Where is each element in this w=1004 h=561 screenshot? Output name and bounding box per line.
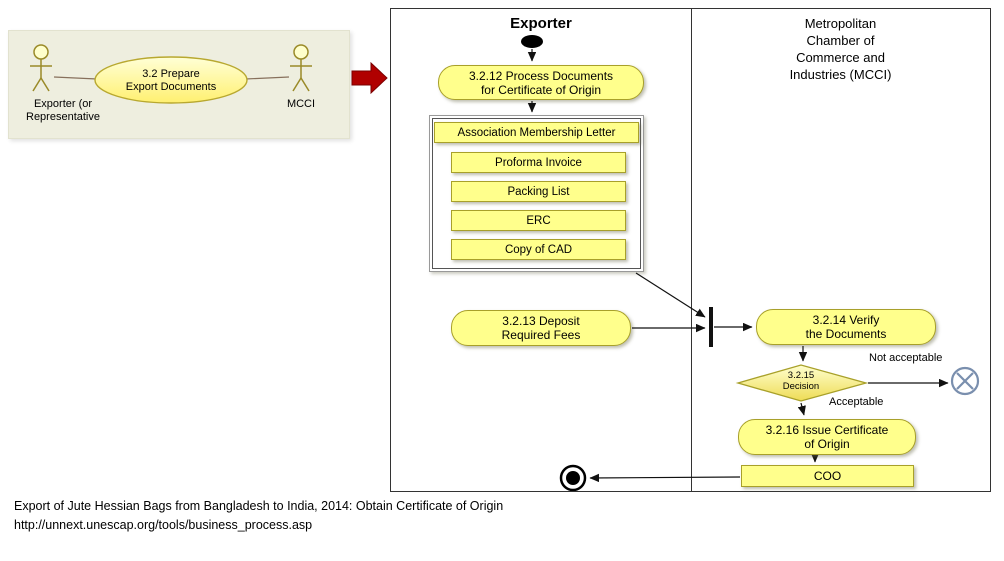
activity-process-documents: 3.2.12 Process Documents for Certificate… <box>438 65 644 100</box>
caption-url: http://unnext.unescap.org/tools/business… <box>14 518 313 532</box>
edge-label-not-acceptable: Not acceptable <box>869 352 943 364</box>
document-item: Copy of CAD <box>451 239 626 260</box>
sync-bar <box>709 307 713 347</box>
coo-object: COO <box>741 465 914 487</box>
edge-documents-to-sync <box>635 272 706 318</box>
activity-deposit-fees: 3.2.13 Deposit Required Fees <box>451 310 631 346</box>
swimlane-divider <box>691 9 692 491</box>
document-item: Proforma Invoice <box>451 152 626 173</box>
use-case-label: 3.2 Prepare Export Documents <box>125 68 217 93</box>
documents-group-box <box>429 115 644 272</box>
document-item: Association Membership Letter <box>434 122 639 143</box>
activity-diagram-frame: Exporter Metropolitan Chamber of Commerc… <box>390 8 991 492</box>
edge-coo-to-final <box>589 473 741 483</box>
actor-mcci-icon <box>290 44 312 92</box>
document-item: ERC <box>451 210 626 231</box>
lane-title-mcci: Metropolitan Chamber of Commerce and Ind… <box>789 16 892 82</box>
document-item: Packing List <box>451 181 626 202</box>
activity-issue-certificate: 3.2.16 Issue Certificate of Origin <box>738 419 916 455</box>
documents-group-box-inner <box>432 118 641 269</box>
initial-node-icon <box>521 35 543 48</box>
edge-label-acceptable: Acceptable <box>829 396 884 408</box>
actor-exporter-icon <box>30 44 52 92</box>
association-line-right <box>244 76 290 80</box>
actor-mcci-label: MCCI <box>286 98 316 110</box>
final-node-icon <box>559 464 587 491</box>
red-arrow-icon <box>351 61 388 95</box>
edge-decision-to-issue <box>797 402 806 416</box>
decision-label: 3.2.15 Decision <box>782 370 820 392</box>
activity-verify-documents: 3.2.14 Verify the Documents <box>756 309 936 345</box>
caption-title: Export of Jute Hessian Bags from Banglad… <box>14 499 504 513</box>
lane-title-exporter: Exporter <box>510 15 572 32</box>
flow-final-icon <box>950 366 980 396</box>
caption: Export of Jute Hessian Bags from Banglad… <box>14 497 503 535</box>
association-line-left <box>53 76 98 80</box>
use-case-panel: 3.2 Prepare Export Documents Exporter (o… <box>8 30 350 139</box>
actor-exporter-label: Exporter (or Representative <box>26 98 100 123</box>
